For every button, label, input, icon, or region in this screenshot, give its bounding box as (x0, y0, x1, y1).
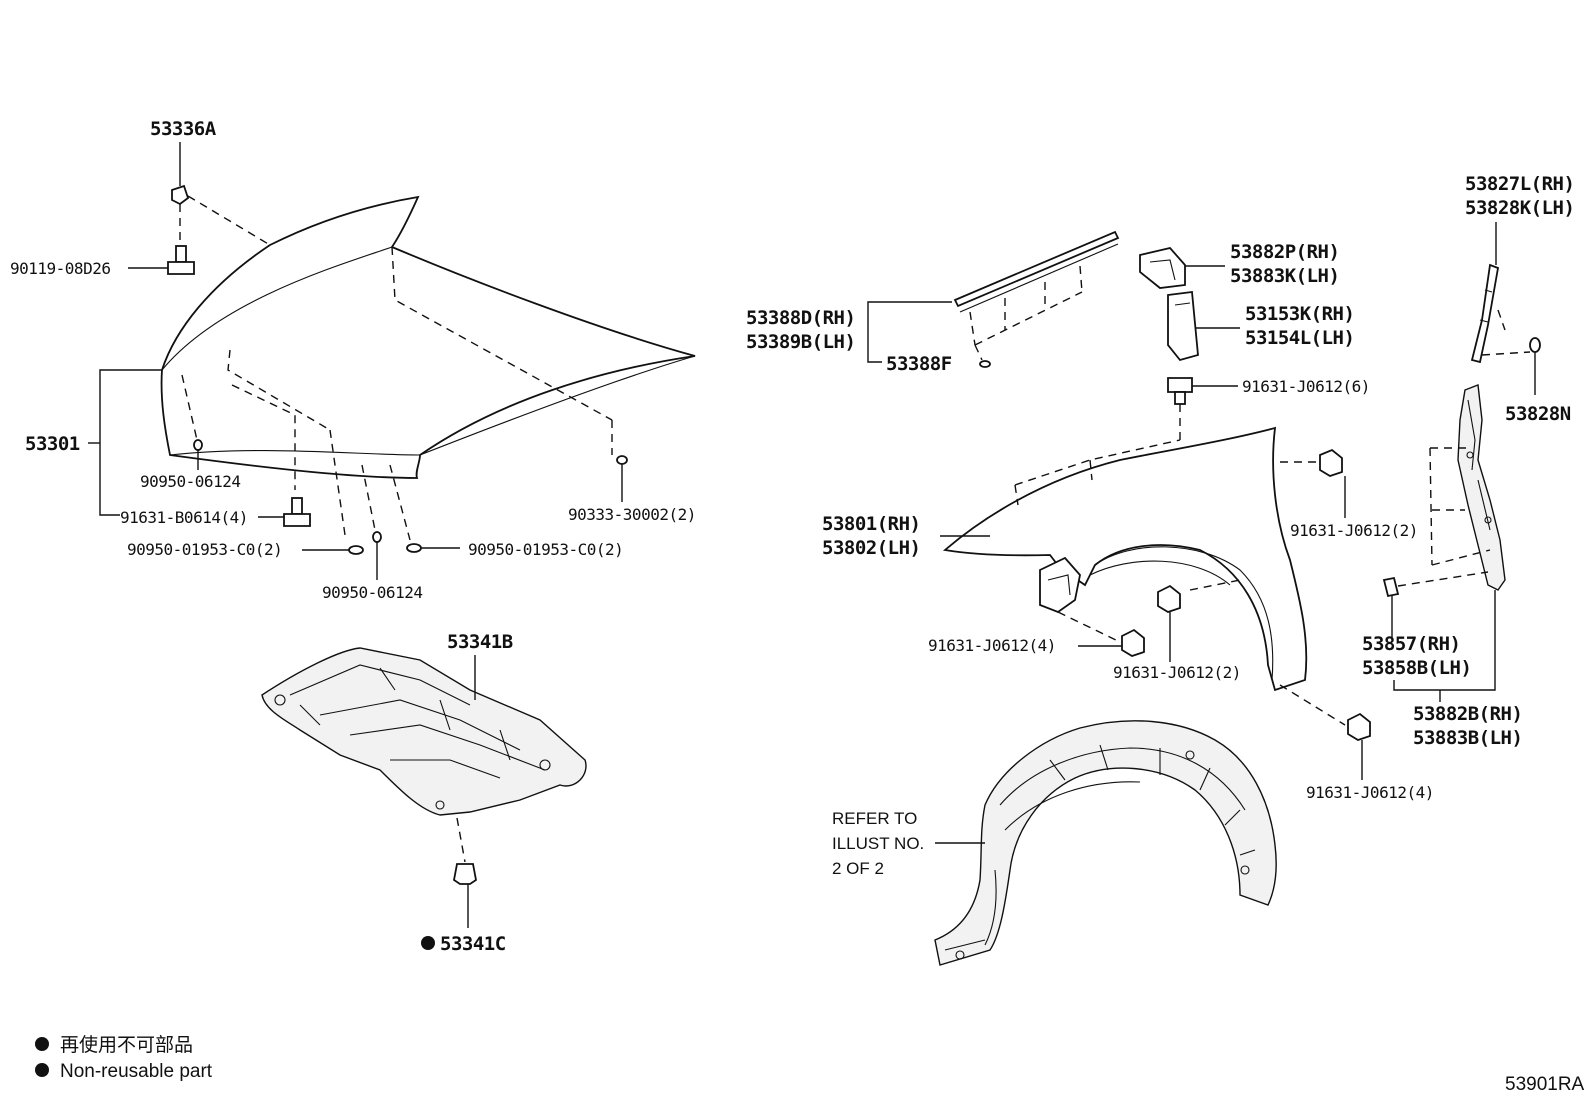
legend-marker-en (35, 1063, 49, 1077)
label-bracket-top-rh[interactable]: 53882P(RH) (1230, 241, 1340, 263)
hood-clip-right-part[interactable] (616, 455, 628, 465)
non-reusable-marker-insulator-clip (421, 936, 435, 950)
label-fender-lower-bolt[interactable]: 91631-J0612(4) (1306, 783, 1434, 802)
legend-text-jp: 再使用不可部品 (60, 1034, 193, 1056)
refer-note-line3: 2 OF 2 (832, 859, 884, 878)
label-hood-bolt[interactable]: 90119-08D26 (10, 259, 111, 278)
rear-pad-part[interactable] (1382, 576, 1400, 598)
label-rear-bracket-rh[interactable]: 53882B(RH) (1413, 703, 1523, 725)
label-rear-pad-lh[interactable]: 53858B(LH) (1362, 657, 1472, 679)
hood-part[interactable] (160, 195, 696, 479)
label-rear-bracket-lh[interactable]: 53883B(LH) (1413, 727, 1523, 749)
fender-pad-part[interactable] (1167, 290, 1199, 362)
label-fender-left-bolt[interactable]: 91631-J0612(4) (928, 636, 1056, 655)
fender-part[interactable] (942, 426, 1308, 692)
label-hood-plug-center[interactable]: 90950-06124 (322, 583, 423, 602)
label-seal-lh[interactable]: 53389B(LH) (746, 331, 856, 353)
label-rear-seal-rh[interactable]: 53827L(RH) (1465, 173, 1575, 195)
label-pad-lh[interactable]: 53154L(LH) (1245, 327, 1355, 349)
fender-mid-bolt-part[interactable] (1157, 584, 1181, 613)
refer-note-line1: REFER TO (832, 809, 917, 828)
label-hood-insulator[interactable]: 53341B (447, 631, 513, 653)
rear-seal-part[interactable] (1470, 263, 1500, 364)
label-rear-pad-rh[interactable]: 53857(RH) (1362, 633, 1461, 655)
label-fender-right-bolt[interactable]: 91631-J0612(2) (1290, 521, 1418, 540)
hood-plug-left-part[interactable] (193, 439, 203, 451)
label-hood-lower-bolt[interactable]: 91631-B0614(4) (120, 508, 248, 527)
fender-top-bracket-part[interactable] (1139, 247, 1186, 289)
legend-text-en: Non-reusable part (60, 1061, 213, 1082)
hood-plug-c0-right-part[interactable] (406, 543, 422, 553)
diagram-code: 53901RA (1505, 1074, 1585, 1095)
label-seal-clip[interactable]: 53388F (886, 353, 952, 375)
hood-bolt-part[interactable] (167, 245, 195, 275)
label-fender-mid-bolt[interactable]: 91631-J0612(2) (1113, 663, 1241, 682)
label-hood-cushion[interactable]: 53336A (150, 118, 217, 140)
label-hood[interactable]: 53301 (25, 433, 80, 455)
insulator-clip-part[interactable] (453, 863, 477, 885)
fender-top-bolt-part[interactable] (1167, 377, 1193, 405)
label-hood-plug-c0-right[interactable]: 90950-01953-C0(2) (468, 540, 624, 559)
seal-clip-part[interactable] (979, 360, 991, 368)
label-insulator-clip[interactable]: 53341C (440, 933, 506, 955)
rear-clip-part[interactable] (1529, 337, 1541, 353)
hood-plug-c0-left-part[interactable] (348, 545, 364, 555)
label-hood-plug-left[interactable]: 90950-06124 (140, 472, 241, 491)
label-fender-lh[interactable]: 53802(LH) (822, 537, 921, 559)
fender-liner-part[interactable] (934, 720, 1277, 966)
fender-seal-part[interactable] (953, 230, 1120, 313)
label-rear-seal-lh[interactable]: 53828K(LH) (1465, 197, 1575, 219)
refer-note-line2: ILLUST NO. (832, 834, 924, 853)
fender-right-bolt-part[interactable] (1319, 448, 1343, 477)
label-bracket-top-lh[interactable]: 53883K(LH) (1230, 265, 1340, 287)
label-fender-rh[interactable]: 53801(RH) (822, 513, 921, 535)
hood-lower-bolt-part[interactable] (283, 497, 311, 527)
label-hood-plug-c0-left[interactable]: 90950-01953-C0(2) (127, 540, 283, 559)
label-seal-rh[interactable]: 53388D(RH) (746, 307, 856, 329)
label-rear-clip[interactable]: 53828N (1505, 403, 1571, 425)
label-pad-rh[interactable]: 53153K(RH) (1245, 303, 1355, 325)
hood-cushion-part[interactable] (171, 184, 190, 206)
legend-marker-jp (35, 1037, 49, 1051)
fender-left-bolt-part[interactable] (1121, 628, 1145, 657)
hood-insulator-part[interactable] (261, 647, 587, 816)
label-fender-top-bolt[interactable]: 91631-J0612(6) (1242, 377, 1370, 396)
fender-lower-bolt-part[interactable] (1347, 712, 1371, 741)
rear-bracket-part[interactable] (1457, 384, 1506, 591)
hood-plug-center-part[interactable] (372, 531, 382, 543)
label-hood-clip-right[interactable]: 90333-30002(2) (568, 505, 696, 524)
